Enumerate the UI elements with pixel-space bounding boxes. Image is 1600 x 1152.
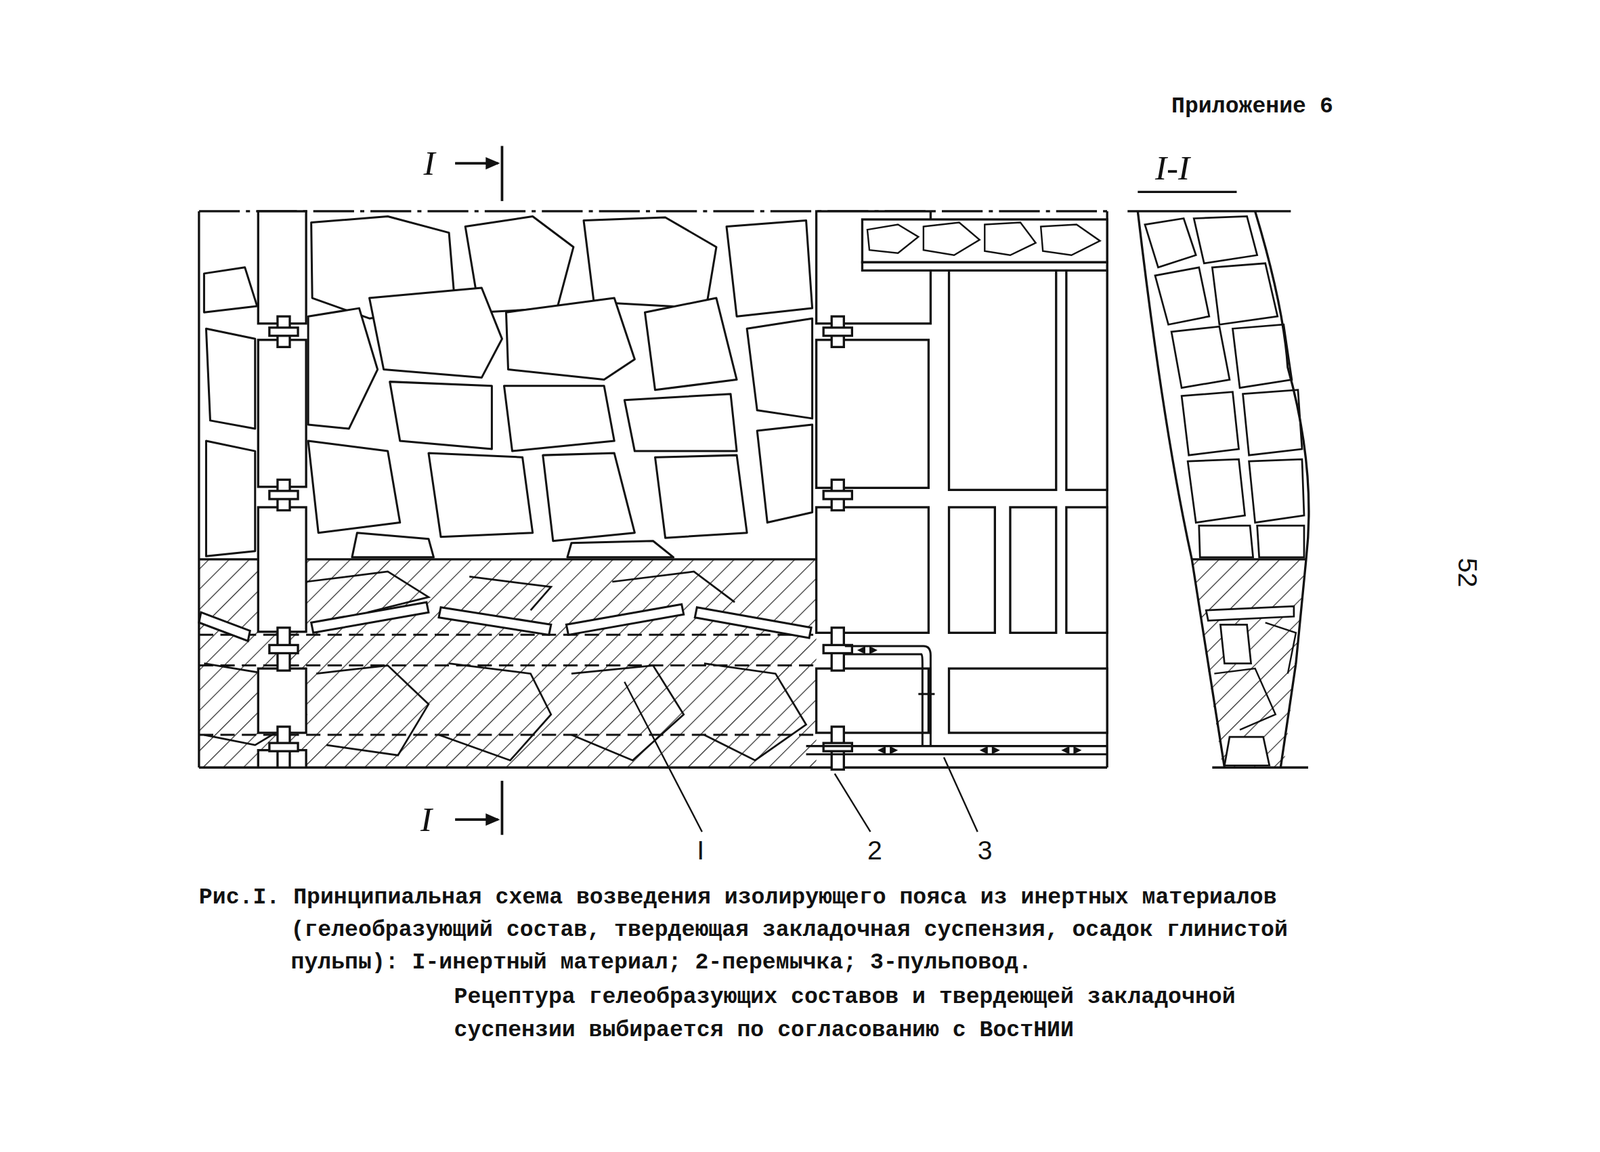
page-number: 52 [1454, 557, 1481, 588]
callout-number: 2 [867, 836, 883, 864]
note-text: Рецептура гелеобразующих составов и твер… [454, 981, 1271, 1047]
figure-caption: Рис.I. Принципиальная схема возведения и… [199, 881, 1403, 980]
section-mark: I [423, 146, 435, 181]
appendix-label: Приложение 6 [1171, 94, 1334, 120]
section-mark: I [420, 802, 432, 837]
callout-number: I [696, 836, 705, 864]
callout-number: 3 [977, 836, 993, 864]
section-label: I-I [1155, 150, 1190, 186]
